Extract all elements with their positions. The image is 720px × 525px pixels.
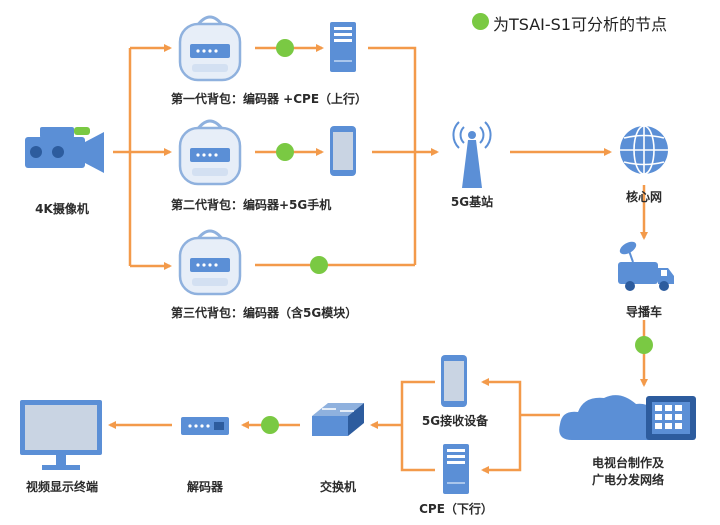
label-backpack-3: 第三代背包：编码器（含5G模块） bbox=[171, 306, 358, 320]
backpack-2-icon bbox=[178, 119, 242, 186]
analyzable-nodes bbox=[261, 39, 653, 434]
broadcast-van-icon bbox=[618, 241, 674, 291]
label-camera: 4K摄像机 bbox=[35, 202, 89, 216]
label-core-network: 核心网 bbox=[625, 190, 663, 204]
label-backpack-2: 第二代背包：编码器+5G手机 bbox=[171, 198, 332, 212]
camera-icon bbox=[25, 127, 104, 173]
base-station-icon bbox=[452, 121, 492, 188]
node-dot-bp2 bbox=[276, 143, 294, 161]
backpack-1-icon bbox=[178, 15, 242, 82]
control-panel-icon bbox=[646, 396, 696, 440]
label-backpack-1: 第一代背包：编码器 +CPE（上行） bbox=[171, 92, 368, 106]
label-broadcast-van: 导播车 bbox=[625, 305, 663, 319]
cpe-downlink-icon bbox=[443, 444, 469, 494]
node-dot-bp1 bbox=[276, 39, 294, 57]
globe-icon bbox=[620, 125, 668, 175]
receiver-device-icon bbox=[441, 355, 467, 407]
monitor-icon bbox=[20, 400, 102, 470]
line-tv-cpe bbox=[481, 415, 522, 474]
decoder-icon bbox=[181, 417, 229, 435]
line-cpe-merge bbox=[368, 46, 417, 265]
legend-text: 为TSAI-S1可分析的节点 bbox=[493, 15, 668, 34]
label-receiver-5g: 5G接收设备 bbox=[421, 414, 489, 428]
label-tv-station-line1: 电视台制作及 bbox=[591, 456, 665, 470]
backpack-3-icon bbox=[178, 229, 242, 296]
cloud-icon bbox=[559, 395, 664, 440]
label-switch: 交换机 bbox=[319, 480, 357, 494]
node-dot-van bbox=[635, 336, 653, 354]
node-dot-bp3 bbox=[310, 256, 328, 274]
label-base-station: 5G基站 bbox=[450, 195, 494, 209]
label-cpe-downlink: CPE（下行） bbox=[419, 502, 493, 516]
switch-icon bbox=[312, 403, 364, 436]
cpe-tower-icon bbox=[330, 22, 356, 72]
label-monitor: 视频显示终端 bbox=[25, 480, 99, 494]
node-dot-decoder bbox=[261, 416, 279, 434]
label-tv-station-line2: 广电分发网络 bbox=[591, 473, 665, 487]
line-tv-receiver bbox=[481, 378, 522, 415]
legend-dot bbox=[472, 13, 489, 30]
label-decoder: 解码器 bbox=[186, 480, 224, 494]
phone-icon bbox=[330, 126, 356, 176]
